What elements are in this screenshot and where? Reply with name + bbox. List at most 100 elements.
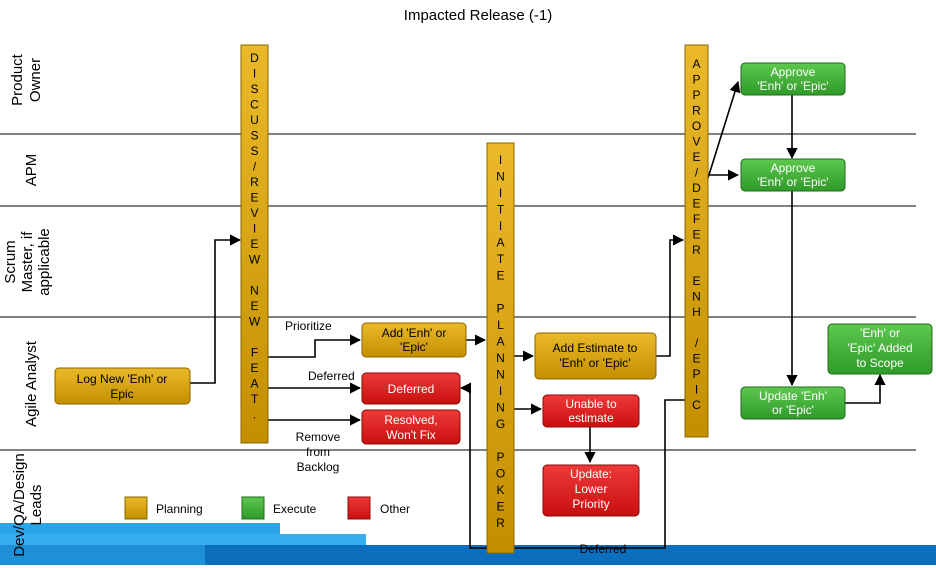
bar-letter: I xyxy=(499,384,502,398)
label-remove: from xyxy=(306,445,330,459)
bar-letter: V xyxy=(250,206,258,220)
connectors xyxy=(190,80,886,549)
bar-letter: O xyxy=(692,119,701,133)
bar-letter: N xyxy=(496,170,505,184)
bar-letter: T xyxy=(497,203,505,217)
bar-initiate-shape xyxy=(486,142,515,554)
bar-letter: E xyxy=(250,361,258,375)
box-text: Approve xyxy=(771,65,816,79)
box-unable-shape xyxy=(542,394,640,428)
bar-letter: A xyxy=(692,57,700,71)
bar-letter: O xyxy=(496,467,505,481)
box-resolved: Resolved, Won't Fix xyxy=(361,409,461,445)
bar-letter: P xyxy=(692,367,700,381)
box-text: Deferred xyxy=(388,382,435,396)
bar-letter: V xyxy=(692,135,700,149)
band-dark xyxy=(205,545,936,565)
legend-label-planning: Planning xyxy=(156,502,203,516)
lane-label-agile-analyst: Agile Analyst xyxy=(23,340,40,427)
box-text: 'Enh' or xyxy=(860,326,900,340)
legend-label-execute: Execute xyxy=(273,502,317,516)
box-text: Won't Fix xyxy=(386,428,435,442)
box-log-new: Log New 'Enh' or Epic xyxy=(54,367,191,405)
bar-letter: E xyxy=(250,237,258,251)
bar-letter: I xyxy=(499,186,502,200)
box-text: Epic xyxy=(110,387,133,401)
lane-label-line: Leads xyxy=(28,485,45,526)
box-text: Update 'Enh' xyxy=(759,389,827,403)
bar-letter: I xyxy=(253,67,256,81)
bar-letter: E xyxy=(692,352,700,366)
legend: Planning Execute Other xyxy=(124,496,410,520)
box-added-to-scope: 'Enh' or 'Epic' Added to Scope xyxy=(827,323,933,375)
bar-letter: E xyxy=(250,191,258,205)
bar-letter: E xyxy=(496,269,504,283)
bar-letter: P xyxy=(496,450,504,464)
box-text: 'Enh' or 'Epic' xyxy=(559,356,630,370)
arrow-log-to-discuss xyxy=(190,234,242,384)
bar-letter: R xyxy=(692,243,701,257)
bar-letter: G xyxy=(496,417,505,431)
band-light-2 xyxy=(0,534,366,546)
bar-letter: W xyxy=(249,253,261,267)
lane-label-apm: APM xyxy=(23,154,40,187)
box-added-scope-shape xyxy=(827,323,933,375)
bar-letter: C xyxy=(692,398,701,412)
bar-letter: . xyxy=(253,408,256,422)
band-light-1 xyxy=(0,523,280,535)
box-text: Approve xyxy=(771,161,816,175)
label-deferred: Deferred xyxy=(308,369,355,383)
bar-letter: R xyxy=(496,516,505,530)
bar-letter: T xyxy=(497,252,505,266)
box-add-enh: Add 'Enh' or 'Epic' xyxy=(361,322,467,358)
box-deferred-shape xyxy=(361,372,461,405)
bar-letter: L xyxy=(497,318,504,332)
band-light-3 xyxy=(0,545,210,565)
bar-letter: N xyxy=(496,401,505,415)
bar-letter: E xyxy=(692,197,700,211)
box-update-lower-priority: Update: Lower Priority xyxy=(542,464,640,517)
bar-discuss-shape xyxy=(240,44,269,444)
bar-letter: I xyxy=(499,153,502,167)
bar-letter: F xyxy=(251,346,258,360)
box-text: 'Epic' xyxy=(400,340,428,354)
bar-letter: N xyxy=(250,284,259,298)
bar-letter: U xyxy=(250,113,259,127)
box-add-estimate: Add Estimate to 'Enh' or 'Epic' xyxy=(534,332,657,380)
box-log-new-shape xyxy=(54,367,191,405)
box-text: Lower xyxy=(575,482,608,496)
bar-letter: K xyxy=(496,483,504,497)
arrow-update-to-scope xyxy=(845,373,886,404)
box-text: Priority xyxy=(572,497,609,511)
box-update-enh-shape xyxy=(740,386,846,420)
bar-letter: I xyxy=(499,219,502,233)
bar-approve-shape xyxy=(684,44,709,438)
label-remove: Remove xyxy=(296,430,341,444)
box-update-lower-shape xyxy=(542,464,640,517)
box-resolved-shape xyxy=(361,409,461,445)
bar-letter: I xyxy=(695,383,698,397)
box-text: to Scope xyxy=(856,356,904,370)
bar-letter: R xyxy=(692,104,701,118)
bar-letter: D xyxy=(250,51,259,65)
box-text: Update: xyxy=(570,467,612,481)
box-text: Add Estimate to xyxy=(553,341,638,355)
lane-label-scrum-master: Scrum Master, if applicable xyxy=(2,228,53,296)
lane-label-line: Agile Analyst xyxy=(23,340,40,427)
bar-letter: P xyxy=(692,88,700,102)
lane-label-line: Product xyxy=(9,53,26,106)
arrow-deferred-loop xyxy=(459,382,685,549)
legend-swatch-other xyxy=(347,496,371,520)
box-text: Log New 'Enh' or xyxy=(77,372,168,386)
bar-letter: P xyxy=(496,302,504,316)
box-unable-estimate: Unable to estimate xyxy=(542,394,640,428)
lane-label-line: Scrum xyxy=(2,240,19,283)
box-add-estimate-shape xyxy=(534,332,657,380)
box-add-enh-shape xyxy=(361,322,467,358)
bar-letter: W xyxy=(249,315,261,329)
